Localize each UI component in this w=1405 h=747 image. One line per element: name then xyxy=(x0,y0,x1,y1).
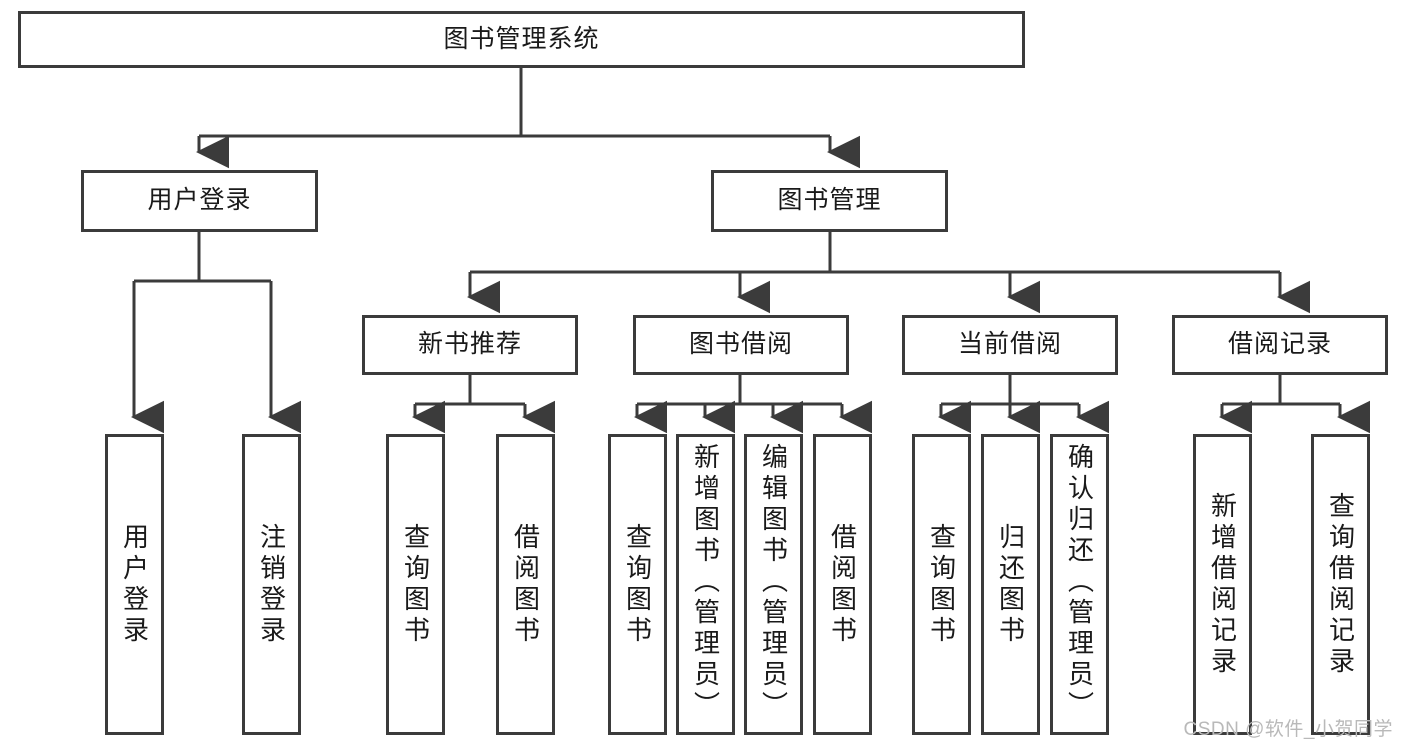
leaf-recommend-query-book[interactable]: 查询图书 xyxy=(386,434,445,735)
node-root-system[interactable]: 图书管理系统 xyxy=(18,11,1025,68)
leaf-current-query-book[interactable]: 查询图书 xyxy=(912,434,971,735)
csdn-watermark: CSDN @软件_小贺同学 xyxy=(1183,719,1393,740)
node-label: 编辑图书（管理员） xyxy=(758,443,789,722)
node-label: 查询借阅记录 xyxy=(1325,491,1356,678)
node-book-borrow[interactable]: 图书借阅 xyxy=(633,315,849,375)
node-label: 用户登录 xyxy=(119,522,150,647)
node-label: 图书管理系统 xyxy=(443,24,600,53)
node-label: 图书借阅 xyxy=(688,330,793,359)
node-borrow-records[interactable]: 借阅记录 xyxy=(1172,315,1388,375)
node-label: 注销登录 xyxy=(256,522,287,647)
leaf-borrow-edit-book-admin[interactable]: 编辑图书（管理员） xyxy=(744,434,803,735)
node-label: 查询图书 xyxy=(622,522,653,647)
node-label: 图书管理 xyxy=(777,186,882,215)
leaf-borrow-borrow-book[interactable]: 借阅图书 xyxy=(813,434,872,735)
node-label: 查询图书 xyxy=(400,522,431,647)
node-label: 借阅记录 xyxy=(1227,330,1332,359)
node-user-login[interactable]: 用户登录 xyxy=(81,170,318,232)
node-label: 当前借阅 xyxy=(957,330,1062,359)
leaf-user-login-logout[interactable]: 注销登录 xyxy=(242,434,301,735)
node-label: 借阅图书 xyxy=(827,522,858,647)
leaf-user-login-login[interactable]: 用户登录 xyxy=(105,434,164,735)
node-book-management[interactable]: 图书管理 xyxy=(711,170,948,232)
node-label: 新书推荐 xyxy=(417,330,522,359)
leaf-recommend-borrow-book[interactable]: 借阅图书 xyxy=(496,434,555,735)
node-label: 确认归还（管理员） xyxy=(1064,443,1095,722)
node-current-borrow[interactable]: 当前借阅 xyxy=(902,315,1118,375)
leaf-current-confirm-return-admin[interactable]: 确认归还（管理员） xyxy=(1050,434,1109,735)
node-label: 归还图书 xyxy=(995,522,1026,647)
leaf-records-add-record[interactable]: 新增借阅记录 xyxy=(1193,434,1252,735)
leaf-borrow-add-book-admin[interactable]: 新增图书（管理员） xyxy=(676,434,735,735)
node-new-book-recommend[interactable]: 新书推荐 xyxy=(362,315,578,375)
node-label: 新增借阅记录 xyxy=(1207,491,1238,678)
leaf-current-return-book[interactable]: 归还图书 xyxy=(981,434,1040,735)
node-label: 查询图书 xyxy=(926,522,957,647)
node-label: 用户登录 xyxy=(147,186,252,215)
leaf-records-query-record[interactable]: 查询借阅记录 xyxy=(1311,434,1370,735)
leaf-borrow-query-book[interactable]: 查询图书 xyxy=(608,434,667,735)
node-label: 借阅图书 xyxy=(510,522,541,647)
node-label: 新增图书（管理员） xyxy=(690,443,721,722)
